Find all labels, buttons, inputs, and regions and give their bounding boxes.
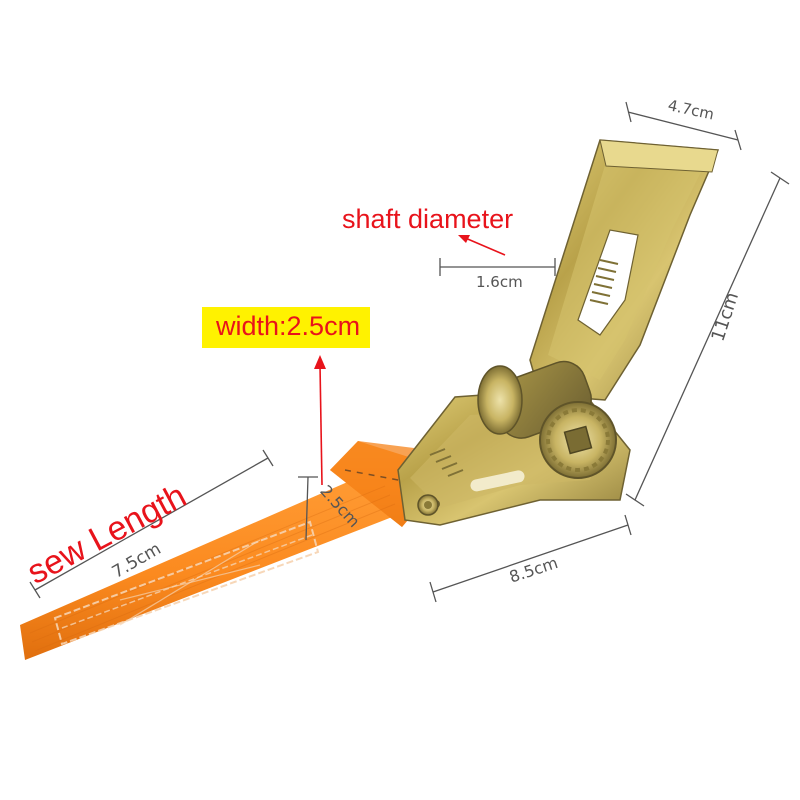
dimension-lines (29, 101, 790, 603)
width-callout: width:2.5cm (202, 307, 371, 348)
shaft-diameter-title: shaft diameter (342, 204, 514, 234)
callout-arrows (314, 235, 506, 486)
ratchet-buckle (397, 139, 720, 526)
shaft-diameter-value: 1.6cm (476, 273, 523, 291)
ratchet-gear (539, 401, 617, 479)
spring (589, 259, 619, 305)
